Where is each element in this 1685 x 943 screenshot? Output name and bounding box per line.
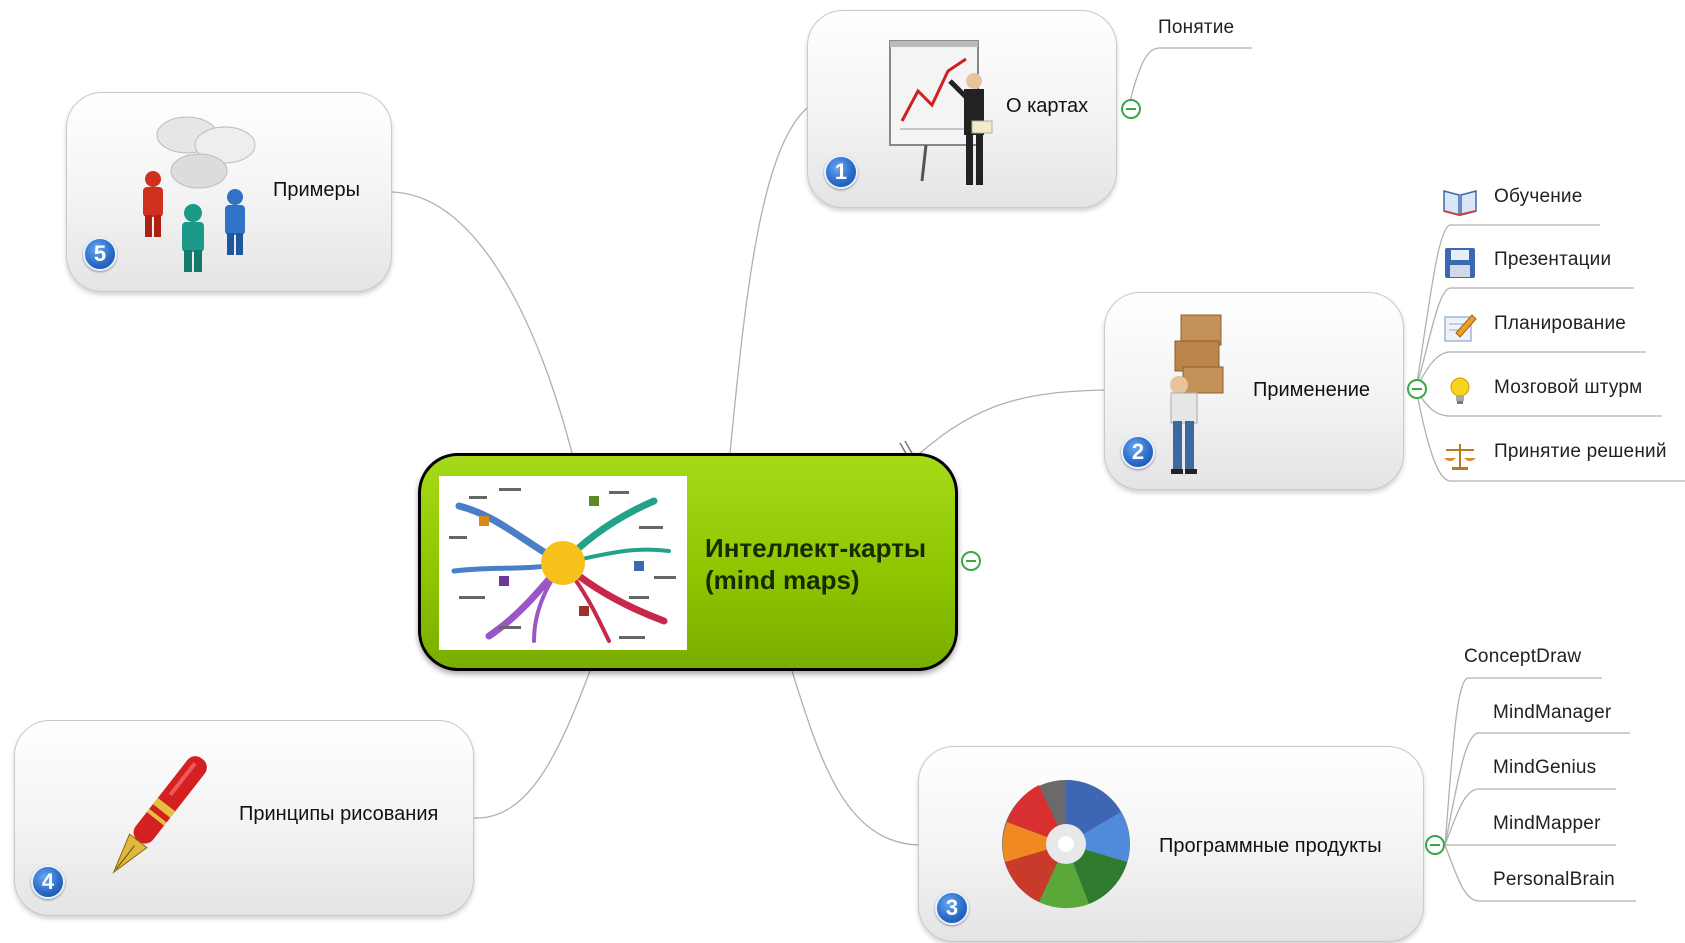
central-title-line2: (mind maps) [705, 565, 860, 595]
mind-map-thumbnail-image [439, 476, 687, 650]
branch-programmnye-number-badge: 3 [935, 891, 969, 925]
branch-primenenie-collapse-button[interactable] [1407, 379, 1427, 399]
presenter-at-chart-icon [889, 40, 993, 185]
leaf-planirovanie[interactable]: Планирование [1494, 313, 1627, 334]
branch-principy-risovaniya[interactable]: Принципы рисования 4 [14, 720, 474, 916]
leaf-mozgovoi-shturm[interactable]: Мозговой штурм [1494, 377, 1643, 398]
central-topic[interactable]: Интеллект-карты (mind maps) [418, 453, 958, 671]
leaf-prinyatie-reshenii[interactable]: Принятие решений [1494, 441, 1667, 462]
fountain-pen-icon [112, 756, 207, 874]
central-title: Интеллект-карты (mind maps) [705, 532, 926, 596]
branch-o-kartah[interactable]: О картах 1 [807, 10, 1117, 208]
floppy-disk-icon [1445, 248, 1475, 278]
leaf-obuchenie[interactable]: Обучение [1494, 186, 1583, 207]
branch-programmnye-label: Программные продукты [1159, 835, 1382, 857]
light-bulb-icon [1450, 377, 1470, 404]
scales-icon [1444, 444, 1476, 470]
people-with-speech-bubbles-icon [143, 116, 256, 272]
leaf-conceptdraw[interactable]: ConceptDraw [1464, 646, 1582, 667]
branch-principy-number-badge: 4 [31, 865, 65, 899]
central-title-line1: Интеллект-карты [705, 533, 927, 563]
branch-primery-number-badge: 5 [83, 237, 117, 271]
leaf-mindmapper[interactable]: MindMapper [1493, 813, 1601, 834]
branch-primenenie[interactable]: Применение 2 [1104, 292, 1404, 490]
person-carrying-boxes-icon [1170, 314, 1224, 474]
branch-programmnye-produkty[interactable]: Программные продукты 3 [918, 746, 1424, 942]
leaf-prezentacii[interactable]: Презентации [1494, 249, 1612, 270]
branch-primery[interactable]: Примеры 5 [66, 92, 392, 292]
branch-primery-label: Примеры [273, 179, 361, 201]
pencil-notepad-icon [1444, 314, 1477, 342]
leaf-personalbrain[interactable]: PersonalBrain [1493, 869, 1615, 890]
central-collapse-button[interactable] [961, 551, 981, 571]
book-icon [1443, 190, 1477, 217]
leaf-ponyatie[interactable]: Понятие [1158, 17, 1235, 38]
leaf-mindmanager[interactable]: MindManager [1493, 702, 1612, 723]
branch-principy-label: Принципы рисования [239, 803, 439, 825]
branch-o-kartah-collapse-button[interactable] [1121, 99, 1141, 119]
leaf-mindgenius[interactable]: MindGenius [1493, 757, 1597, 778]
branch-o-kartah-number-badge: 1 [824, 155, 858, 189]
branch-programmnye-collapse-button[interactable] [1425, 835, 1445, 855]
color-disc-icon [1002, 780, 1130, 909]
branch-primenenie-label: Применение [1253, 379, 1371, 401]
branch-o-kartah-label: О картах [1006, 95, 1089, 117]
branch-primenenie-number-badge: 2 [1121, 435, 1155, 469]
